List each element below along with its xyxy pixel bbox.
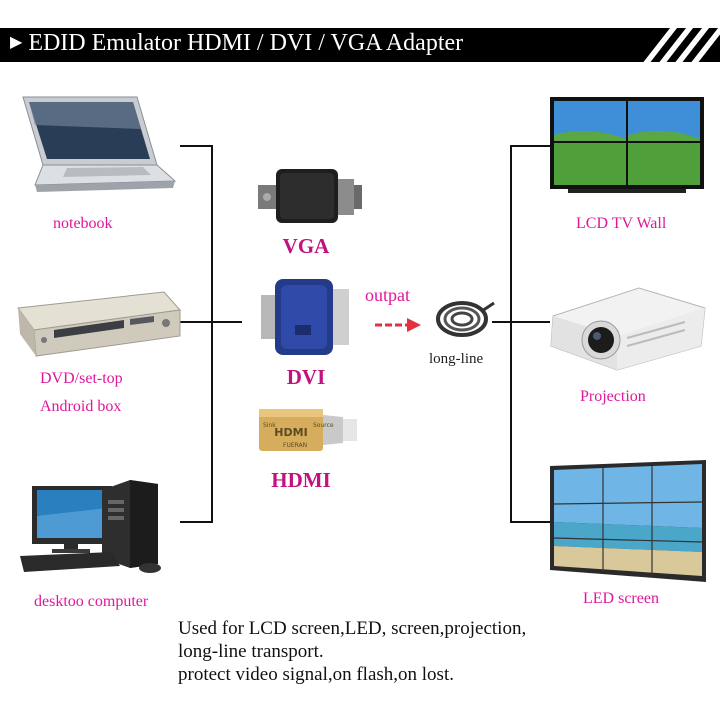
output-label: outpat bbox=[365, 285, 410, 305]
connector-line bbox=[510, 145, 512, 523]
dvd-player-icon bbox=[17, 291, 181, 357]
projector-icon bbox=[550, 287, 706, 371]
connector-line bbox=[492, 321, 550, 323]
connector-line bbox=[180, 321, 242, 323]
hdmi-sink-mark: Sink bbox=[263, 422, 276, 429]
vga-adapter-icon bbox=[258, 169, 362, 223]
decorative-stripes bbox=[642, 28, 720, 62]
connector-line bbox=[180, 521, 213, 523]
adapter-label-dvi: DVI bbox=[286, 365, 326, 389]
desktop-computer-icon bbox=[20, 480, 161, 573]
play-triangle-icon: ▶ bbox=[10, 34, 23, 51]
description-line-1: Used for LCD screen,LED, screen,projecti… bbox=[178, 618, 527, 639]
hdmi-fueran-mark: FUERAN bbox=[283, 442, 307, 449]
page-title-text: EDID Emulator HDMI / DVI / VGA Adapter bbox=[28, 30, 464, 56]
connector-line bbox=[180, 145, 213, 147]
led-screen-icon bbox=[550, 460, 706, 582]
display-label-projection: Projection bbox=[580, 388, 646, 405]
display-label-led: LED screen bbox=[583, 590, 659, 607]
adapter-label-vga: VGA bbox=[282, 234, 330, 258]
source-label-desktop: desktoo computer bbox=[34, 593, 149, 610]
tv-wall-icon bbox=[550, 97, 704, 193]
cable-coil-icon bbox=[436, 301, 495, 337]
description-line-2: long-line transport. bbox=[178, 641, 324, 662]
source-label-notebook: notebook bbox=[53, 215, 113, 232]
output-arrow-icon bbox=[375, 318, 421, 332]
adapter-label-hdmi: HDMI bbox=[271, 468, 331, 492]
hdmi-brand-mark: HDMI bbox=[274, 426, 307, 439]
header-banner: ▶ EDID Emulator HDMI / DVI / VGA Adapter bbox=[0, 28, 720, 62]
connector-line bbox=[510, 145, 550, 147]
source-label-android: Android box bbox=[40, 398, 122, 415]
description-line-3: protect video signal,on flash,on lost. bbox=[178, 664, 454, 685]
cable-label: long-line bbox=[429, 351, 484, 367]
hdmi-adapter-icon: HDMI Source Sink FUERAN bbox=[259, 409, 357, 451]
connector-line bbox=[211, 145, 213, 523]
laptop-icon bbox=[22, 96, 177, 192]
dvi-adapter-icon bbox=[261, 279, 349, 355]
page-title: ▶ EDID Emulator HDMI / DVI / VGA Adapter bbox=[10, 30, 463, 57]
source-label-dvd: DVD/set-top bbox=[40, 370, 123, 387]
connector-line bbox=[510, 521, 550, 523]
display-label-tv-wall: LCD TV Wall bbox=[576, 215, 667, 232]
hdmi-source-mark: Source bbox=[313, 422, 334, 429]
